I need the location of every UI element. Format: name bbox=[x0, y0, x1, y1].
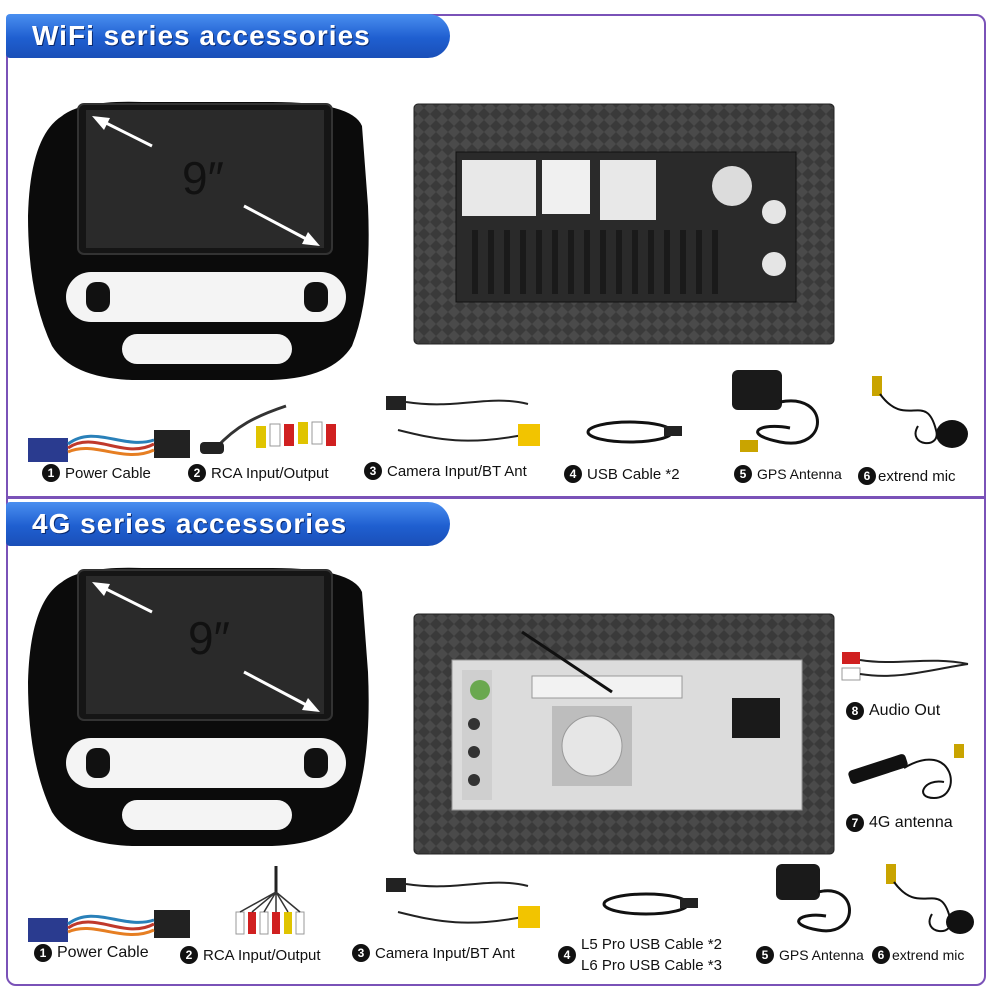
gps-antenna-image bbox=[732, 370, 819, 452]
screen-size-label-4g: 9″ bbox=[188, 612, 230, 664]
mic-image-4g bbox=[886, 864, 974, 934]
wifi-item-usb: 4 USB Cable *2 bbox=[564, 465, 680, 483]
power-cable-image-4g bbox=[28, 910, 190, 942]
wifi-item-gps: 5 GPS Antenna bbox=[734, 465, 842, 483]
camera-cable-image-4g bbox=[386, 878, 540, 928]
g4-item-usb: 4 L5 Pro USB Cable *2 L6 Pro USB Cable *… bbox=[558, 934, 722, 976]
g4-item-gps: 5 GPS Antenna bbox=[756, 946, 864, 964]
audio-out-image bbox=[841, 652, 969, 681]
unit-back-image bbox=[413, 103, 835, 345]
screen-size-label: 9″ bbox=[182, 152, 224, 204]
rca-cable-image bbox=[200, 404, 336, 454]
wifi-item-mic: 6 extrend mic bbox=[858, 467, 956, 485]
usb-cable-image bbox=[586, 420, 682, 444]
g4-item-4g-antenna: 7 4G antenna bbox=[846, 814, 953, 832]
camera-cable-image bbox=[386, 396, 540, 446]
power-cable-image bbox=[28, 430, 190, 462]
product-frame bbox=[6, 14, 986, 986]
wifi-item-rca: 2 RCA Input/Output bbox=[188, 464, 329, 482]
4g-antenna-image bbox=[848, 744, 964, 800]
gps-antenna-image-4g bbox=[776, 864, 851, 933]
g4-item-rca: 2 RCA Input/Output bbox=[180, 946, 321, 964]
g4-item-power-cable: 1 Power Cable bbox=[34, 944, 149, 962]
usb-cable-lines: L5 Pro USB Cable *2 L6 Pro USB Cable *3 bbox=[581, 936, 722, 974]
unit-back-image-4g bbox=[413, 613, 835, 855]
g4-item-audio-out: 8 Audio Out bbox=[846, 702, 940, 720]
rca-cable-image-4g bbox=[235, 866, 305, 935]
section-divider bbox=[6, 496, 986, 499]
g4-item-camera: 3 Camera Input/BT Ant bbox=[352, 944, 515, 962]
wifi-item-camera: 3 Camera Input/BT Ant bbox=[364, 462, 527, 480]
dash-panel-image-4g: 9″ bbox=[28, 567, 369, 846]
dash-panel-image: 9″ bbox=[28, 101, 369, 381]
usb-cable-image-4g bbox=[602, 892, 698, 916]
wifi-item-power-cable: 1 Power Cable bbox=[42, 464, 151, 482]
mic-image bbox=[872, 376, 968, 448]
wifi-section-title: WiFi series accessories bbox=[6, 14, 450, 58]
g4-section-title: 4G series accessories bbox=[6, 502, 450, 546]
g4-item-mic: 6 extrend mic bbox=[872, 946, 964, 964]
